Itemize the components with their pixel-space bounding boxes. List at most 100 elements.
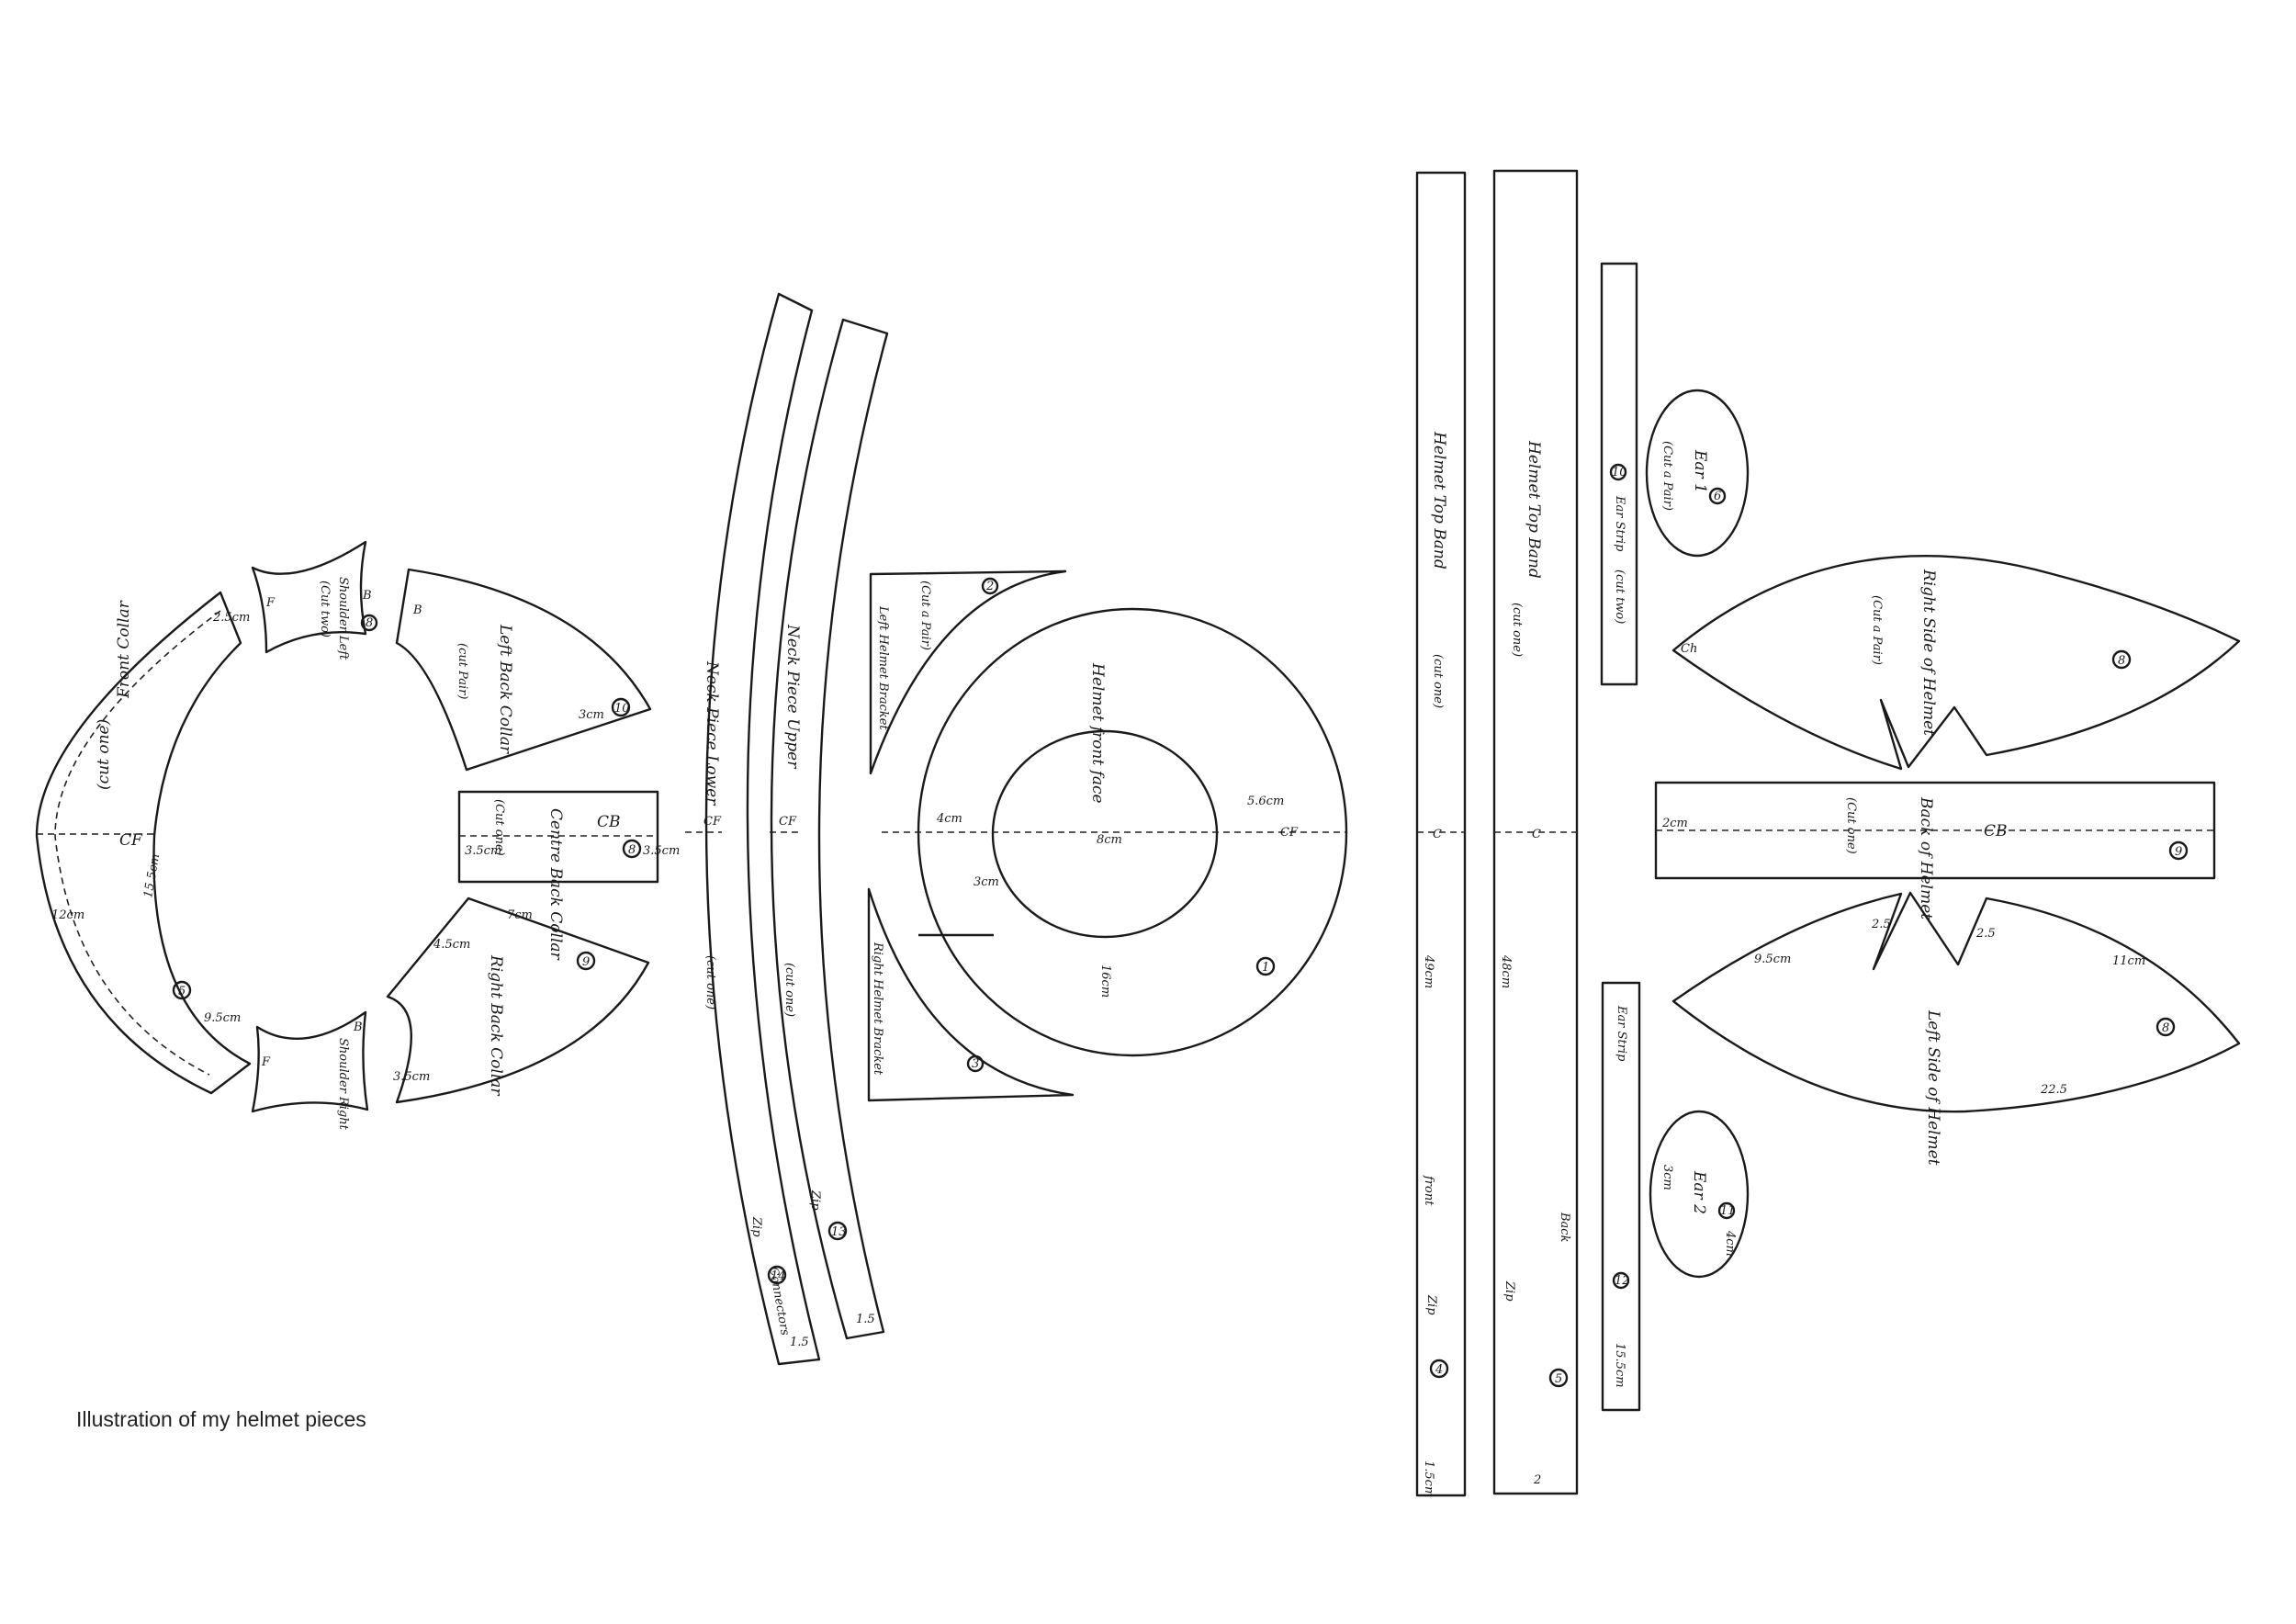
helmet-top-band-2-meas-side: 48cm	[1499, 954, 1513, 988]
left-side-helmet-meas-e: 2.5	[1975, 927, 1996, 941]
centre-back-collar-label: Centre Back Collar	[546, 808, 565, 961]
right-side-helmet-number: 8	[2118, 654, 2125, 668]
helmet-top-band-1-piece: Helmet Top Band (cut one) C 49cm front Z…	[1415, 171, 1467, 1497]
ear-strip-1-label: Ear Strip	[1613, 495, 1626, 552]
left-side-helmet-number: 8	[2162, 1021, 2169, 1035]
ear-1-note: (Cut a Pair)	[1660, 441, 1674, 511]
ear-2-label: Ear 2	[1690, 1170, 1708, 1214]
shoulder-left-number-circle	[360, 614, 378, 632]
helmet-front-face-meas-a: 5.6cm	[1247, 795, 1284, 808]
neck-piece-lower-note: (cut one)	[703, 955, 717, 1009]
front-collar-meas-bottom: 9.5cm	[204, 1011, 241, 1025]
helmet-front-face-meas-c: 8cm	[1097, 833, 1122, 847]
front-collar-piece: Front Collar (cut one) CF 15.5cm 2.5cm 1…	[35, 591, 252, 1095]
shoulder-right-mark-a: B	[353, 1021, 363, 1034]
left-side-helmet-meas-c: 22.5	[2040, 1083, 2067, 1097]
helmet-top-band-2-zip: Zip	[1503, 1280, 1516, 1302]
left-helmet-bracket-number: 2	[985, 580, 994, 593]
ear-1-number: 6	[1714, 490, 1721, 503]
centre-back-collar-fold: CB	[597, 813, 621, 831]
ear-strip-2-piece: Ear Strip 15.5cm 12	[1601, 981, 1641, 1412]
neck-piece-lower-number-circle	[767, 1265, 787, 1285]
left-side-helmet-piece: Left Side of Helmet 9.5cm 11cm 22.5 2.5 …	[1671, 891, 2241, 1166]
left-back-collar-note: (cut Pair)	[456, 643, 469, 699]
centre-back-collar-number: 8	[628, 843, 636, 857]
back-of-helmet-number-circle	[2168, 840, 2189, 861]
ear-2-meas-a: 3cm	[1660, 1165, 1674, 1190]
helmet-top-band-1-number: 4	[1435, 1363, 1443, 1377]
helmet-top-band-2-number-circle	[1548, 1368, 1569, 1388]
right-side-helmet-mark: Ch	[1681, 642, 1697, 656]
right-helmet-bracket-piece: Right Helmet Bracket 3	[867, 887, 1075, 1102]
figure-caption: Illustration of my helmet pieces	[76, 1407, 366, 1431]
front-collar-label: Front Collar	[115, 600, 133, 699]
helmet-front-face-fold: CF	[1280, 826, 1299, 840]
shoulder-left-mark-a: B	[362, 589, 372, 603]
helmet-front-face-meas-e: 3cm	[974, 875, 999, 889]
right-back-collar-number: 9	[582, 955, 590, 969]
back-of-helmet-piece: Back of Helmet (Cut one) CB 2cm 9	[1654, 781, 2216, 919]
helmet-top-band-1-fold: C	[1433, 828, 1442, 841]
shoulder-left-note: (Cut two)	[318, 581, 332, 637]
neck-piece-lower-zip: Zip	[749, 1216, 763, 1237]
left-helmet-bracket-number-circle	[981, 577, 999, 595]
left-back-collar-meas: 3cm	[579, 708, 604, 722]
front-collar-meas-inner: 15.5cm	[141, 852, 163, 898]
helmet-top-band-1-bottom-label: front	[1422, 1175, 1435, 1206]
back-of-helmet-note: (Cut one)	[1844, 797, 1858, 854]
shoulder-right-mark-b: F	[261, 1055, 271, 1069]
ear-strip-2-meas: 15.5cm	[1613, 1343, 1626, 1388]
left-helmet-bracket-piece: Left Helmet Bracket (Cut a Pair) 2	[869, 570, 1067, 775]
back-of-helmet-meas: 2cm	[1661, 817, 1688, 830]
shoulder-left-number: 8	[366, 616, 373, 630]
right-back-collar-meas-a: 7cm	[507, 908, 533, 922]
back-of-helmet-number: 9	[2175, 845, 2182, 859]
right-back-collar-meas-c: 3.5cm	[393, 1070, 430, 1084]
left-back-collar-piece: Left Back Collar (cut Pair) B 3cm 10	[395, 568, 652, 772]
left-back-collar-number: 10	[614, 702, 630, 716]
ear-1-piece: Ear 1 (Cut a Pair) 6	[1645, 389, 1750, 558]
neck-piece-upper-fold: CF	[779, 815, 797, 829]
neck-piece-upper-piece: Neck Piece Upper (cut one) CF Zip 1.5 13	[770, 318, 889, 1340]
neck-piece-lower-number: 14	[771, 1269, 786, 1283]
ear-2-piece: Ear 2 3cm 4cm 11	[1649, 1110, 1750, 1279]
front-collar-number: 5	[178, 985, 186, 998]
helmet-front-face-number-circle	[1255, 956, 1276, 976]
left-back-collar-label: Left Back Collar	[496, 624, 514, 754]
helmet-front-face-label: Helmet front face	[1088, 662, 1107, 804]
ear-strip-2-number-circle	[1612, 1271, 1630, 1290]
helmet-top-band-2-meas: 2	[1533, 1473, 1541, 1487]
ear-2-meas-b: 4cm	[1723, 1230, 1737, 1257]
right-helmet-bracket-number-circle	[966, 1054, 985, 1073]
helmet-front-face-number: 1	[1262, 961, 1269, 975]
helmet-top-band-2-label: Helmet Top Band	[1525, 440, 1543, 579]
ear-strip-1-number-circle	[1609, 463, 1627, 481]
front-collar-meas-top: 2.5cm	[212, 611, 250, 625]
helmet-front-face-meas-d: 4cm	[936, 812, 962, 826]
ear-strip-1-note: (cut two)	[1613, 570, 1626, 624]
right-back-collar-label: Right Back Collar	[487, 954, 505, 1096]
right-helmet-bracket-number: 3	[972, 1057, 979, 1071]
left-side-helmet-meas-a: 9.5cm	[1754, 953, 1791, 966]
ear-strip-2-label: Ear Strip	[1615, 1005, 1628, 1062]
helmet-top-band-2-bottom-label: Back	[1558, 1212, 1571, 1243]
neck-piece-upper-number-circle	[827, 1221, 848, 1241]
ear-strip-2-number: 12	[1615, 1274, 1630, 1288]
right-back-collar-number-circle	[576, 951, 596, 971]
right-back-collar-piece: Right Back Collar 7cm 4.5cm 3.5cm 9	[386, 897, 650, 1104]
ear-strip-1-number: 10	[1612, 466, 1627, 479]
helmet-front-face-meas-b: 16cm	[1098, 964, 1112, 998]
left-helmet-bracket-label: Left Helmet Bracket	[876, 605, 890, 730]
ear-strip-1-piece: Ear Strip (cut two) 10	[1600, 262, 1638, 686]
centre-back-collar-meas-b: 3.5cm	[465, 844, 501, 858]
helmet-top-band-1-note: (cut one)	[1431, 654, 1445, 708]
right-side-helmet-label: Right Side of Helmet	[1919, 569, 1938, 736]
neck-piece-lower-meas: 1.5	[790, 1336, 809, 1349]
ear-1-number-circle	[1708, 487, 1727, 505]
helmet-top-band-2-number: 5	[1555, 1372, 1562, 1386]
left-side-helmet-meas-d: 2.5	[1871, 918, 1891, 931]
shoulder-right-piece: Shoulder Right B F	[251, 1010, 369, 1131]
right-side-helmet-note: (Cut a Pair)	[1870, 595, 1884, 665]
